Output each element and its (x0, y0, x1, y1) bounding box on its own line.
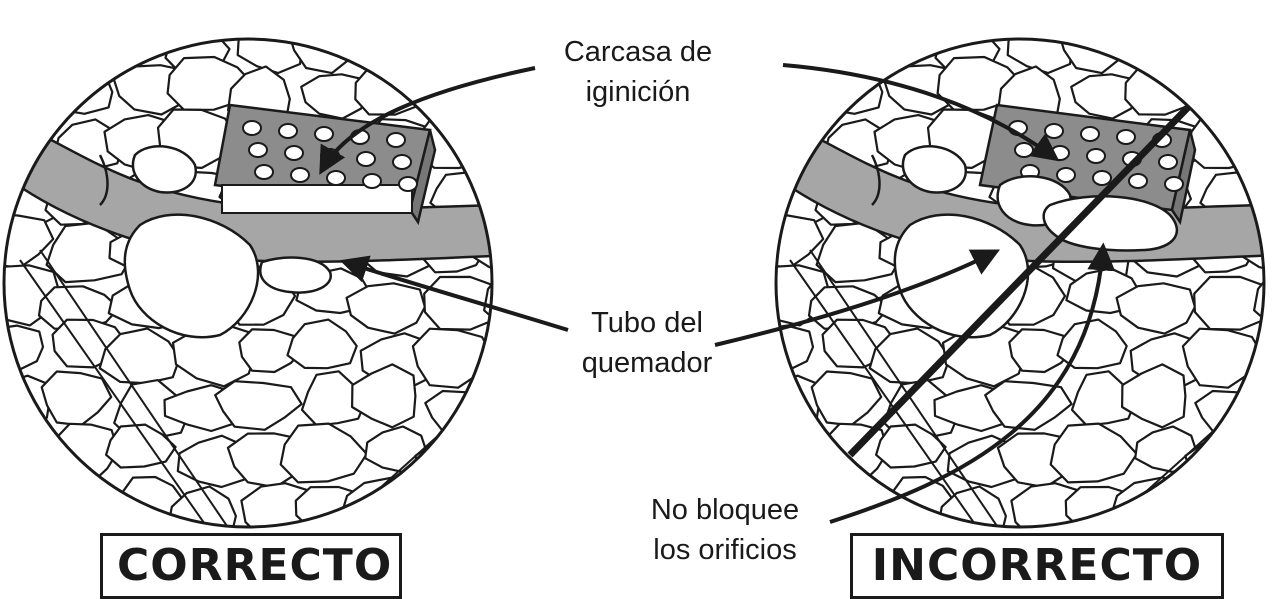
lava-rock (429, 473, 490, 529)
ignition-hole (399, 177, 417, 191)
do-not-block-label-line2: los orificios (615, 530, 835, 570)
lava-rock (1246, 382, 1273, 430)
lava-rock (31, 485, 116, 529)
ignition-hole (387, 133, 405, 147)
lava-rock (821, 6, 895, 69)
lava-rock (260, 258, 331, 293)
ignition-hole (1087, 149, 1105, 163)
ignition-hole (315, 127, 333, 141)
ignition-hole (1057, 168, 1075, 182)
ignition-housing-label: Carcasa de iginición (538, 32, 738, 112)
ignition-hole (393, 155, 411, 169)
lava-rock (51, 6, 125, 69)
ignition-hole (1093, 171, 1111, 185)
correct-panel (0, 0, 571, 560)
lava-rock (466, 115, 541, 161)
lava-rock (0, 66, 62, 125)
lava-rock (738, 426, 818, 483)
ignition-hole (285, 146, 303, 160)
lava-rock (1252, 487, 1273, 545)
lava-rock (363, 15, 444, 58)
ignition-hole (243, 121, 261, 135)
ignition-hole (327, 171, 345, 185)
lava-rock (41, 69, 113, 114)
lava-rock (1133, 15, 1214, 58)
lava-rock (1236, 115, 1273, 161)
ignition-hole (1117, 130, 1135, 144)
lava-rock (1262, 434, 1273, 487)
ignition-hole (1159, 155, 1177, 169)
lava-rock (0, 477, 59, 539)
ignition-hole (1129, 174, 1147, 188)
ignition-hole (1045, 124, 1063, 138)
ignition-hole (279, 124, 297, 138)
lava-rock (0, 426, 47, 483)
lava-rock (1245, 23, 1273, 77)
lava-rock (484, 330, 570, 373)
lava-rock (0, 13, 53, 67)
ignition-hole (291, 168, 309, 182)
lava-rock (476, 382, 557, 430)
burner-tube-label: Tubo del quemador (562, 303, 732, 383)
lava-rock (748, 13, 823, 67)
lava-rock (1185, 442, 1254, 491)
incorrect-verdict-box: INCORRECTO (850, 533, 1224, 599)
burner-tube-label-line2: quemador (562, 343, 732, 383)
ignition-hole (1081, 127, 1099, 141)
ignition-hole (249, 143, 267, 157)
lava-rock (1199, 473, 1260, 529)
lava-rock (411, 7, 493, 58)
lava-rock (424, 277, 509, 330)
lava-rock (1181, 7, 1263, 58)
lava-rock (492, 434, 566, 487)
ignition-hole (1165, 177, 1183, 191)
do-not-block-label-line1: No bloquee (615, 490, 835, 530)
lava-rock (482, 487, 551, 545)
ignition-hole (357, 152, 375, 166)
ignition-housing-label-line1: Carcasa de (538, 32, 738, 72)
ignition-hole (255, 165, 273, 179)
lava-rock (1245, 54, 1273, 116)
ignition-hole (363, 174, 381, 188)
incorrect-panel (738, 0, 1273, 560)
lava-rock (1195, 58, 1273, 114)
lava-rock (761, 376, 820, 427)
burner-tube-label-line1: Tubo del (562, 303, 732, 343)
lava-rock (480, 165, 549, 217)
correct-verdict-box: CORRECTO (100, 533, 402, 599)
ignition-housing-label-line2: iginición (538, 72, 738, 112)
lava-rock (484, 267, 547, 328)
ignition-hole (1015, 143, 1033, 157)
do-not-block-label: No bloquee los orificios (615, 490, 835, 570)
lava-rock (763, 66, 832, 125)
